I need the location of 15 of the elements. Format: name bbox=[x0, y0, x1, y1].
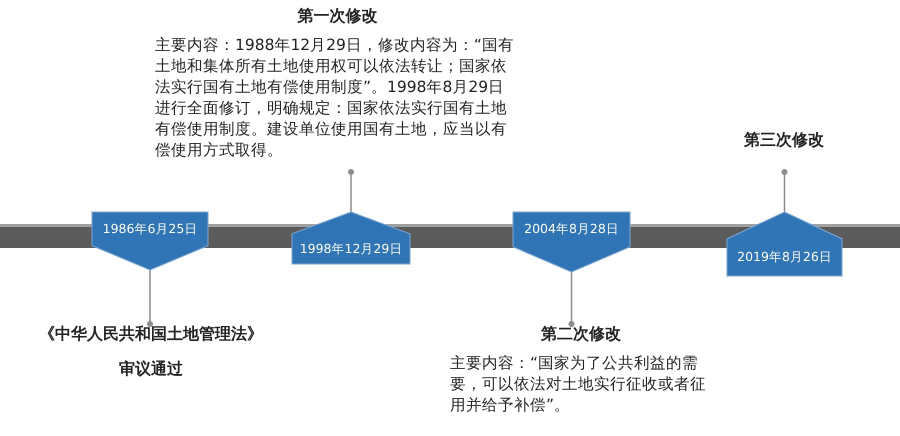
date-label: 1986年6月25日 bbox=[102, 220, 198, 238]
leader-line bbox=[147, 270, 153, 327]
date-label: 1998年12月29日 bbox=[298, 240, 404, 258]
event-description: 主要内容：1988年12月29日，修改内容为：“国有土地和集体所有土地使用权可以依法转让；国家依法实行国有土地有偿使用制度”。1998年8月29日进行全面修订，明确规定：国家依法实行国有土地有偿使用制度。建设单位使用国有土地，应当以有偿使用方式取得。 bbox=[155, 35, 515, 161]
leader-line bbox=[568, 272, 574, 327]
event-title: 第一次修改 bbox=[296, 6, 378, 27]
event-title: 审议通过 bbox=[118, 359, 184, 380]
date-label: 2004年8月28日 bbox=[523, 220, 620, 238]
leader-line bbox=[348, 169, 354, 212]
event-title: 第二次修改 bbox=[540, 324, 622, 345]
event-description: 主要内容：“国家为了公共利益的需要，可以依法对土地实行征收或者征用并给予补偿”。 bbox=[450, 353, 707, 416]
leader-line bbox=[782, 169, 788, 212]
event-title: 《中华人民共和国土地管理法》 bbox=[38, 324, 264, 345]
event-title: 第三次修改 bbox=[743, 130, 825, 151]
date-label: 2019年8月26日 bbox=[736, 248, 833, 266]
